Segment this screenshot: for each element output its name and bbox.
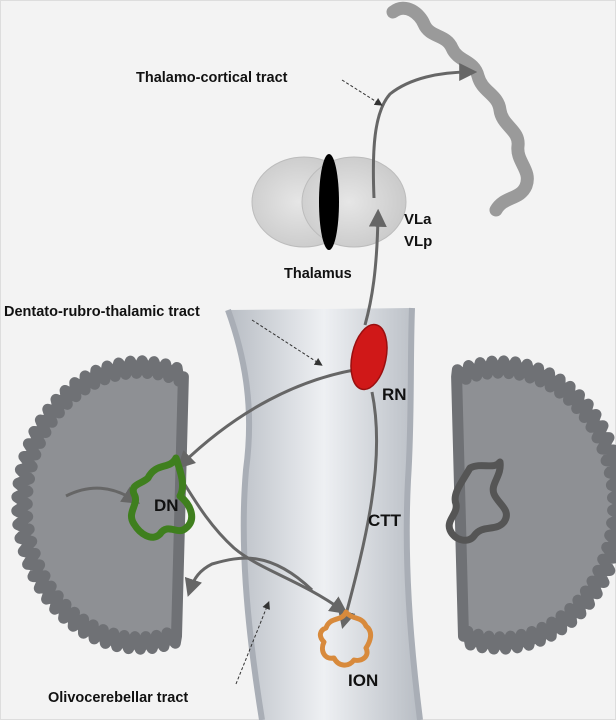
label-thalamus: Thalamus: [284, 266, 352, 282]
label-dentato-rubro-thalamic-tract: Dentato-rubro-thalamic tract: [4, 304, 200, 320]
dentato-rubro-thalamic-arrow: [363, 208, 387, 326]
leader-dentato-rubro-thalamic: [251, 319, 323, 366]
dentate-to-red-nucleus-arrow: [176, 368, 355, 469]
inferior-olive: [317, 609, 374, 668]
thalamo-cortical-arrow: [371, 63, 478, 199]
label-rn: RN: [382, 385, 407, 404]
brainstem: [228, 308, 420, 720]
olive-to-dentate-arrow: [180, 479, 348, 615]
leader-olivocerebellar: [235, 601, 270, 685]
mossy-input-arrow: [65, 486, 141, 504]
brainstem-left-edge: [225, 308, 265, 720]
red-nucleus: [350, 323, 388, 391]
label-dn: DN: [154, 496, 179, 515]
label-ion: ION: [348, 671, 378, 690]
ctt-arrow: [338, 391, 379, 629]
cortex-ribbon: [386, 1, 534, 217]
dentate-nucleus: [127, 454, 196, 541]
thalamus-divider: [319, 154, 339, 250]
leader-lines: [235, 79, 383, 685]
tract-arrows: [65, 63, 478, 629]
leader-thalamo-cortical: [341, 79, 383, 106]
dentate-nucleus-contralateral: [445, 458, 510, 544]
label-olivocerebellar-tract: Olivocerebellar tract: [48, 690, 188, 706]
label-vlp: VLp: [404, 233, 432, 250]
brainstem-right-edge: [403, 307, 423, 720]
cerebellum-right-hemisphere: [451, 355, 616, 655]
label-vla: VLa: [404, 211, 432, 228]
thalamus: [251, 154, 407, 250]
label-ctt: CTT: [368, 511, 402, 530]
cerebellum-left-hemisphere: [11, 355, 189, 655]
label-thalamo-cortical-tract: Thalamo-cortical tract: [136, 70, 288, 86]
olivocerebellar-left-arrow: [184, 556, 314, 597]
